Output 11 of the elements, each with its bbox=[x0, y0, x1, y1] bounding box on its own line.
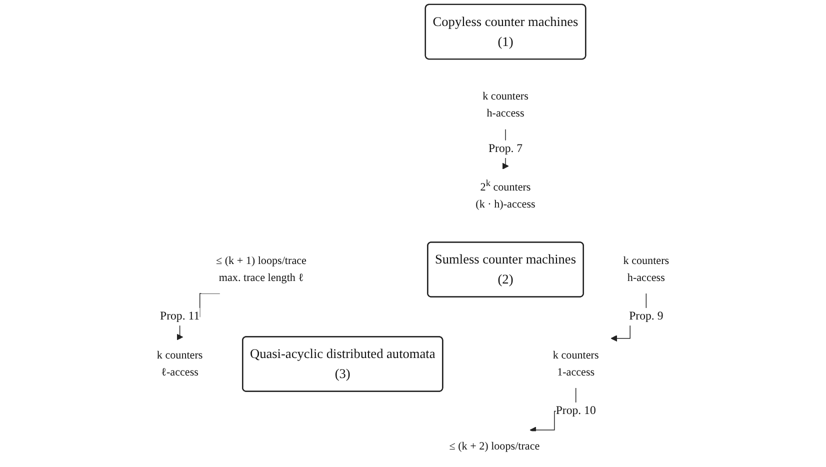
node-text: 2$^{k}$ counters (k · h)-access bbox=[476, 178, 536, 210]
node-text: ≤ (k + 1) loops/trace max. trace length ℓ bbox=[216, 255, 306, 284]
edge-label: Prop. 11 bbox=[160, 310, 200, 323]
node-text: k counters h-access bbox=[482, 90, 528, 120]
edge-label: Prop. 10 bbox=[556, 404, 596, 418]
node-text: k counters h-access bbox=[623, 255, 670, 284]
edge-label: Prop. 9 bbox=[629, 310, 664, 323]
edge-label: Prop. 7 bbox=[488, 142, 523, 156]
node-text: k counters 1-access bbox=[552, 350, 599, 378]
node-text: k counters ℓ-access bbox=[156, 350, 203, 378]
node-text: ≤ (k + 2) loops/trace bbox=[449, 440, 540, 453]
